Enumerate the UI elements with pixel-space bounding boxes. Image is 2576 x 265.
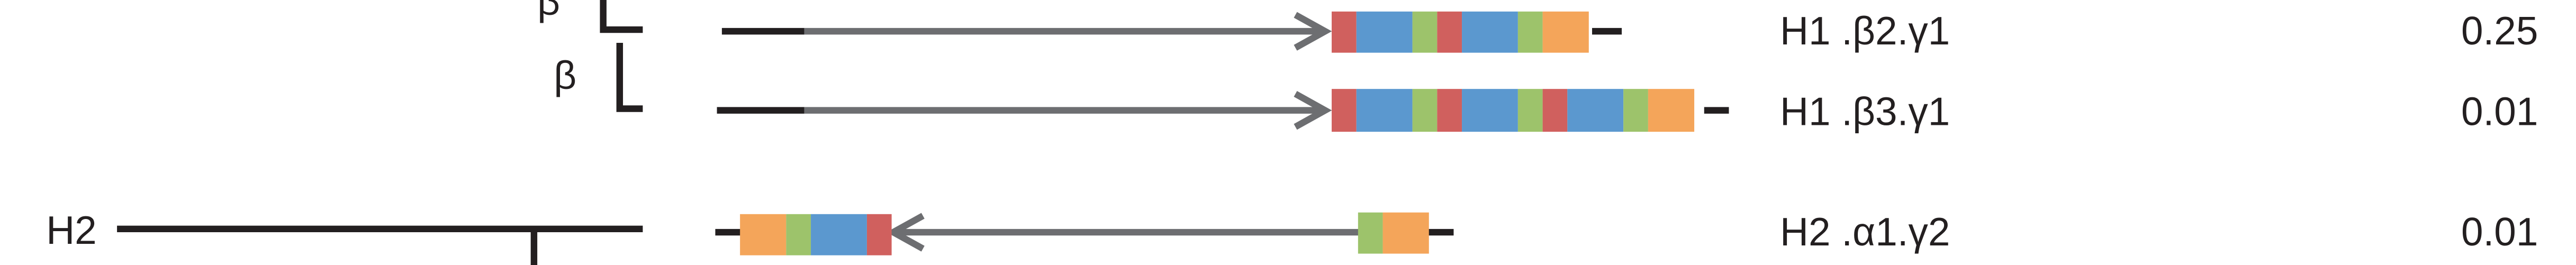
- row-2-segment-1-red: [1332, 89, 1357, 132]
- row-3-left-segment-4-red: [866, 214, 892, 255]
- row-1-segment-2-blue: [1356, 11, 1413, 53]
- row-2-segment-8-blue: [1567, 89, 1624, 132]
- beta-label: β: [554, 53, 576, 97]
- row-2-segment-9-green: [1623, 89, 1648, 132]
- row-1-segments: [1332, 11, 1589, 53]
- construct-row-2: H1 .β3.γ1 0.01: [717, 89, 2538, 134]
- row-3-left-segments: [740, 214, 892, 255]
- tree-structure: β β H2: [46, 0, 643, 265]
- row-3-right-segment-2-orange: [1382, 212, 1429, 254]
- top-bracket: [600, 0, 643, 33]
- row-3-left-segment-1-orange: [740, 214, 787, 255]
- row-2-segment-10-orange: [1648, 89, 1695, 132]
- beta-bracket: [616, 42, 643, 112]
- row-2-segment-4-red: [1437, 89, 1462, 132]
- row-2-segment-5-blue: [1462, 89, 1518, 132]
- h2-label: H2: [46, 208, 97, 252]
- row-3-right-segment-1-green: [1358, 212, 1383, 254]
- top-beta-label: β: [537, 0, 560, 23]
- row-3-right-segments: [1358, 212, 1429, 254]
- row-3-left-segment-2-green: [786, 214, 811, 255]
- row-1-segment-5-blue: [1462, 11, 1518, 53]
- row-2-name: H1 .β3.γ1: [1780, 89, 1950, 134]
- row-3-arrowhead: [886, 213, 925, 252]
- row-1-name: H1 .β2.γ1: [1780, 8, 1950, 53]
- row-1-segment-1-red: [1332, 11, 1357, 53]
- row-2-arrowhead: [1294, 91, 1332, 130]
- row-1-segment-4-red: [1437, 11, 1462, 53]
- row-3-value: 0.01: [2461, 209, 2538, 254]
- row-2-segment-2-blue: [1356, 89, 1413, 132]
- row-2-value: 0.01: [2461, 89, 2538, 134]
- row-2-segment-7-red: [1542, 89, 1568, 132]
- row-1-arrowhead: [1294, 12, 1332, 51]
- construct-row-1: H1 .β2.γ1 0.25: [721, 8, 2538, 53]
- row-1-segment-6-green: [1517, 11, 1543, 53]
- row-1-segment-7-orange: [1542, 11, 1589, 53]
- row-2-segment-6-green: [1517, 89, 1543, 132]
- row-1-segment-3-green: [1412, 11, 1438, 53]
- row-3-left-segment-3-blue: [811, 214, 867, 255]
- row-2-segments: [1332, 89, 1695, 132]
- row-2-segment-3-green: [1412, 89, 1438, 132]
- construct-row-3: H2 .α1.γ2 0.01: [715, 209, 2538, 255]
- row-3-name: H2 .α1.γ2: [1780, 209, 1950, 254]
- row-1-value: 0.25: [2461, 8, 2538, 53]
